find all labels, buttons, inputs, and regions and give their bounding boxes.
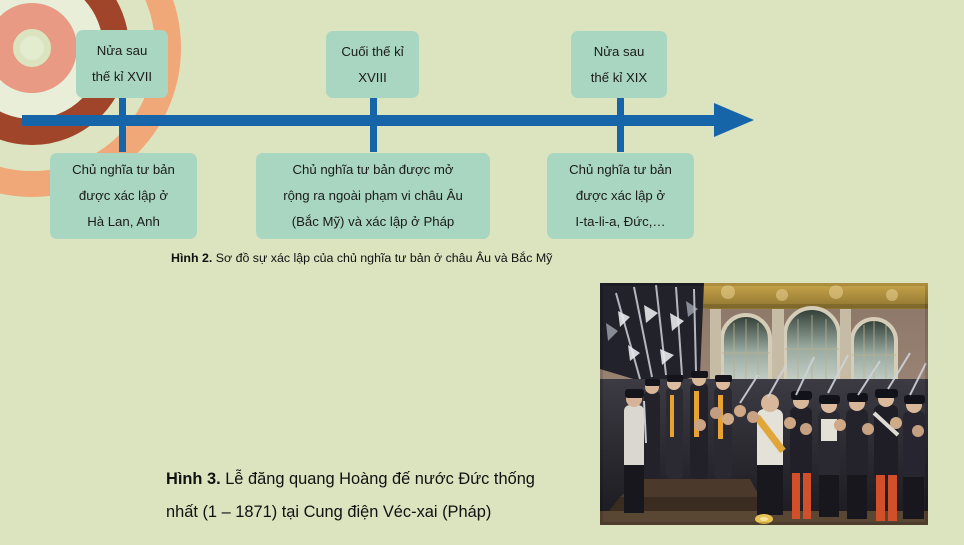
figure2-label: Hình 2. [171, 251, 213, 265]
timeline-event-box-1[interactable]: Chủ nghĩa tư bản được xác lập ở Hà Lan, … [50, 153, 197, 239]
figure2-caption: Hình 2. Sơ đồ sự xác lập của chủ nghĩa t… [171, 251, 552, 265]
painting-officers-left [624, 371, 732, 513]
event-line-3b: được xác lập ở [575, 188, 666, 204]
timeline-arrow-icon [714, 103, 754, 137]
timeline-tick-1 [119, 90, 126, 152]
painting-dais [600, 479, 928, 525]
event-line-3a: Chủ nghĩa tư bản [569, 162, 672, 178]
figure3-caption: Hình 3. Lễ đăng quang Hoàng đế nước Đức … [166, 463, 596, 529]
painting-floor-highlight [755, 514, 773, 524]
painting-central-figure [754, 394, 786, 515]
figure3-caption-text-1: Lễ đăng quang Hoàng đế nước Đức thống [220, 470, 535, 488]
timeline-period-box-2[interactable]: Cuối thế kỉ XVIII [326, 31, 419, 98]
painting-officers-right [790, 389, 925, 521]
timeline-event-box-3[interactable]: Chủ nghĩa tư bản được xác lập ở I-ta-li-… [547, 153, 694, 239]
event-line-2c: (Bắc Mỹ) và xác lập ở Pháp [291, 213, 455, 229]
event-line-1a: Chủ nghĩa tư bản [72, 162, 175, 178]
period-line-2b: XVIII [358, 69, 387, 85]
period-line-1b: thế kỉ XVII [91, 69, 153, 84]
event-line-3c: I-ta-li-a, Đức,… [575, 213, 666, 229]
period-line-3a: Nửa sau [593, 43, 645, 59]
figure3-caption-text-2: nhất (1 – 1871) tại Cung điện Véc-xai (P… [166, 502, 492, 521]
painting-crowd-heads [694, 405, 924, 437]
timeline-period-box-3[interactable]: Nửa sau thế kỉ XIX [571, 31, 667, 98]
period-line-1a: Nửa sau [96, 43, 148, 59]
painting-banners [600, 283, 704, 387]
event-line-1b: được xác lập ở [78, 188, 169, 204]
timeline-period-box-1[interactable]: Nửa sau thế kỉ XVII [76, 30, 168, 98]
painting-raised-swords [739, 352, 927, 404]
timeline-event-box-2[interactable]: Chủ nghĩa tư bản được mở rộng ra ngoài p… [256, 153, 490, 239]
timeline-tick-3 [617, 90, 624, 152]
event-line-1c: Hà Lan, Anh [87, 213, 160, 229]
event-line-2a: Chủ nghĩa tư bản được mở [292, 162, 454, 178]
timeline-tick-2 [370, 90, 377, 152]
period-line-3b: thế kỉ XIX [590, 69, 648, 85]
figure3-label: Hình 3. [166, 470, 221, 488]
event-line-2b: rộng ra ngoài phạm vi châu Âu [283, 188, 463, 204]
figure2-caption-text: Sơ đồ sự xác lập của chủ nghĩa tư bản ở … [212, 251, 553, 265]
figure3-line1: Hình 3. Lễ đăng quang Hoàng đế nước Đức … [166, 470, 535, 488]
period-line-2a: Cuối thế kỉ [341, 43, 404, 59]
figure3-image [600, 283, 928, 525]
painting-svg [600, 283, 928, 525]
timeline-diagram: Nửa sau thế kỉ XVII Chủ nghĩa tư bản đượ… [0, 0, 964, 250]
